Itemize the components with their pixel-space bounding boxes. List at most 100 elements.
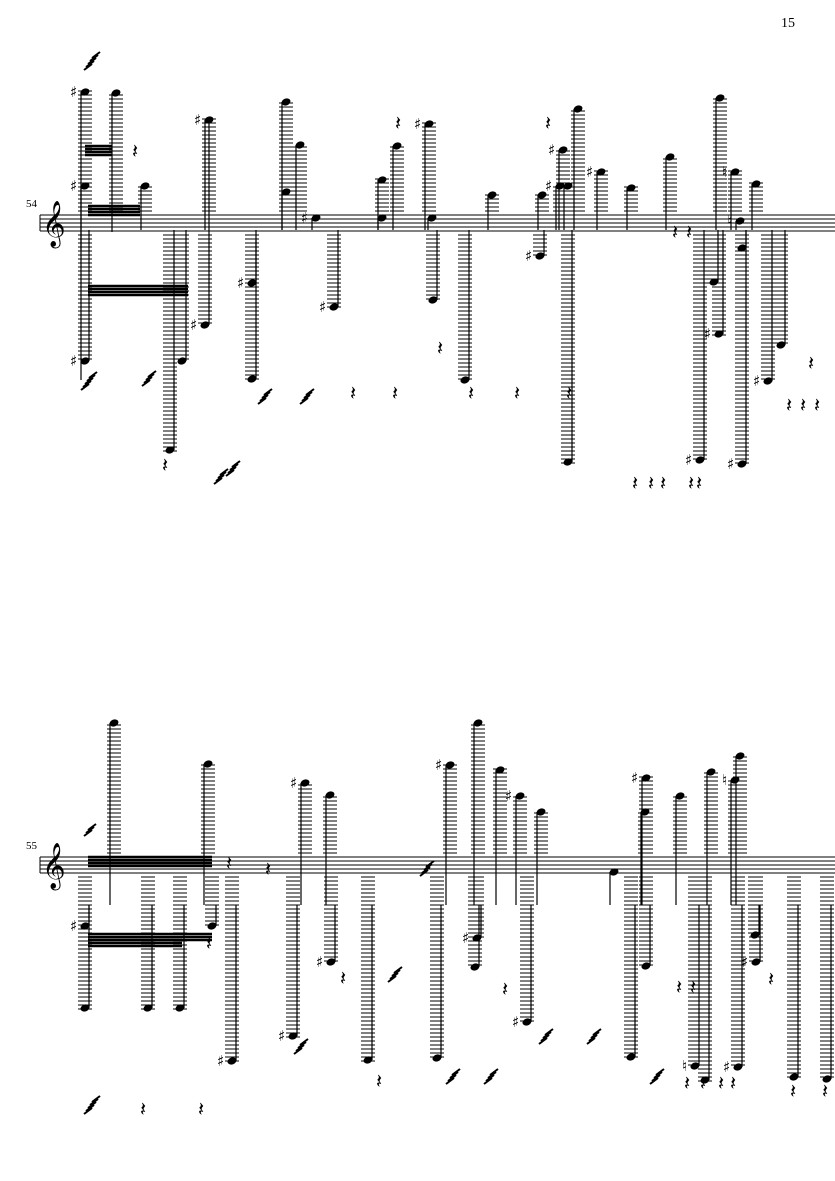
notehead [626,1053,636,1061]
quarter-rest: 𝄽 [502,977,508,1001]
notehead [609,868,619,876]
quarter-rest: 𝄽 [392,381,398,405]
page-number: 15 [781,16,795,31]
notehead [751,180,761,188]
sharp-accidental: ♯ [194,111,201,129]
quarter-rest: 𝄽 [690,975,696,999]
sharp-accidental: ♯ [70,177,77,195]
tremolo-stroke [445,1077,455,1085]
tremolo-stroke [544,1028,554,1036]
quarter-rest: 𝄽 [140,1097,146,1121]
notehead [460,376,470,384]
notehead [735,217,745,225]
sharp-accidental: ♯ [545,177,552,195]
tremolo-stroke [451,1068,461,1076]
tremolo-stroke [588,1034,598,1042]
tremolo-stroke [483,1077,493,1085]
tremolo-stroke [301,394,311,402]
notehead [432,1054,442,1062]
quarter-rest: 𝄽 [632,471,638,495]
sharp-accidental: ♯ [685,451,692,469]
tremolo-stroke [87,57,97,65]
tremolo-stroke [87,1101,97,1109]
notehead [247,375,257,383]
tremolo-stroke [297,1041,307,1049]
sharp-accidental: ♯ [512,1013,519,1031]
sharp-accidental: ♯ [525,247,532,265]
measure-number-54: 54 [26,198,37,210]
notehead [626,184,636,192]
sharp-accidental: ♯ [414,115,421,133]
notehead [427,214,437,222]
notehead [311,214,321,222]
notehead [522,1018,532,1026]
tremolo-stroke [261,391,271,399]
tremolo-stroke [143,376,153,384]
notehead [424,120,434,128]
quarter-rest: 𝄽 [686,220,692,244]
tremolo-stroke [421,866,431,874]
tremolo-stroke [85,1104,95,1112]
quarter-rest: 𝄽 [688,471,694,495]
quarter-rest: 𝄽 [822,1079,828,1103]
quarter-rest: 𝄽 [350,381,356,405]
notehead [363,1056,373,1064]
notehead [750,931,760,939]
tremolo-stroke [540,1034,550,1042]
tremolo-stroke [489,1068,499,1076]
quarter-rest: 𝄽 [265,857,271,881]
notehead [204,116,214,124]
notehead [470,963,480,971]
tremolo-stroke [425,860,435,868]
notehead [563,458,573,466]
sharp-accidental: ♯ [70,352,77,370]
quarter-rest: 𝄽 [660,471,666,495]
tremolo-stroke [231,460,241,468]
tremolo-stroke [257,397,267,405]
notehead [515,792,525,800]
tremolo-stroke [449,1071,459,1079]
notehead [535,252,545,260]
notehead [325,791,335,799]
notehead [641,962,651,970]
quarter-rest: 𝄽 [395,111,401,135]
notehead [175,1004,185,1012]
tremolo-stroke [485,1074,495,1082]
notehead [281,188,291,196]
notehead [715,94,725,102]
notehead [822,1075,832,1083]
tremolo-stroke [590,1031,600,1039]
notehead [300,779,310,787]
tremolo-stroke [229,463,239,471]
staff-system-55: 𝄞♯♯♯♯♯♯♯♯♯♯♮♮♯♯𝄽𝄽𝄽𝄽𝄽𝄽𝄽𝄽𝄽𝄽𝄽𝄽𝄽𝄽𝄽𝄽𝄽 [39,719,835,1121]
tremolo-stroke [293,1047,303,1055]
quarter-rest: 𝄽 [132,139,138,163]
quarter-rest: 𝄽 [790,1079,796,1103]
tremolo-stroke [91,51,101,59]
tremolo-stroke [649,1077,659,1085]
quarter-rest: 𝄽 [768,967,774,991]
notehead [207,922,217,930]
tremolo-stroke [84,377,94,385]
tremolo-stroke [655,1068,665,1076]
tremolo-stroke [447,1074,457,1082]
natural-accidental: ♮ [722,771,727,789]
notehead [165,446,175,454]
tremolo-stroke [487,1071,497,1079]
notehead [695,456,705,464]
sharp-accidental: ♯ [316,953,323,971]
notehead [203,760,213,768]
notehead [143,1004,153,1012]
quarter-rest: 𝄽 [226,851,232,875]
notehead [329,303,339,311]
natural-accidental: ♮ [722,163,727,181]
natural-accidental: ♮ [727,212,732,230]
tremolo-stroke [86,374,96,382]
notehead [714,330,724,338]
quarter-rest: 𝄽 [786,393,792,417]
quarter-rest: 𝄽 [206,931,212,955]
notehead [730,168,740,176]
quarter-rest: 𝄽 [514,381,520,405]
notehead [537,191,547,199]
notehead [472,934,482,942]
